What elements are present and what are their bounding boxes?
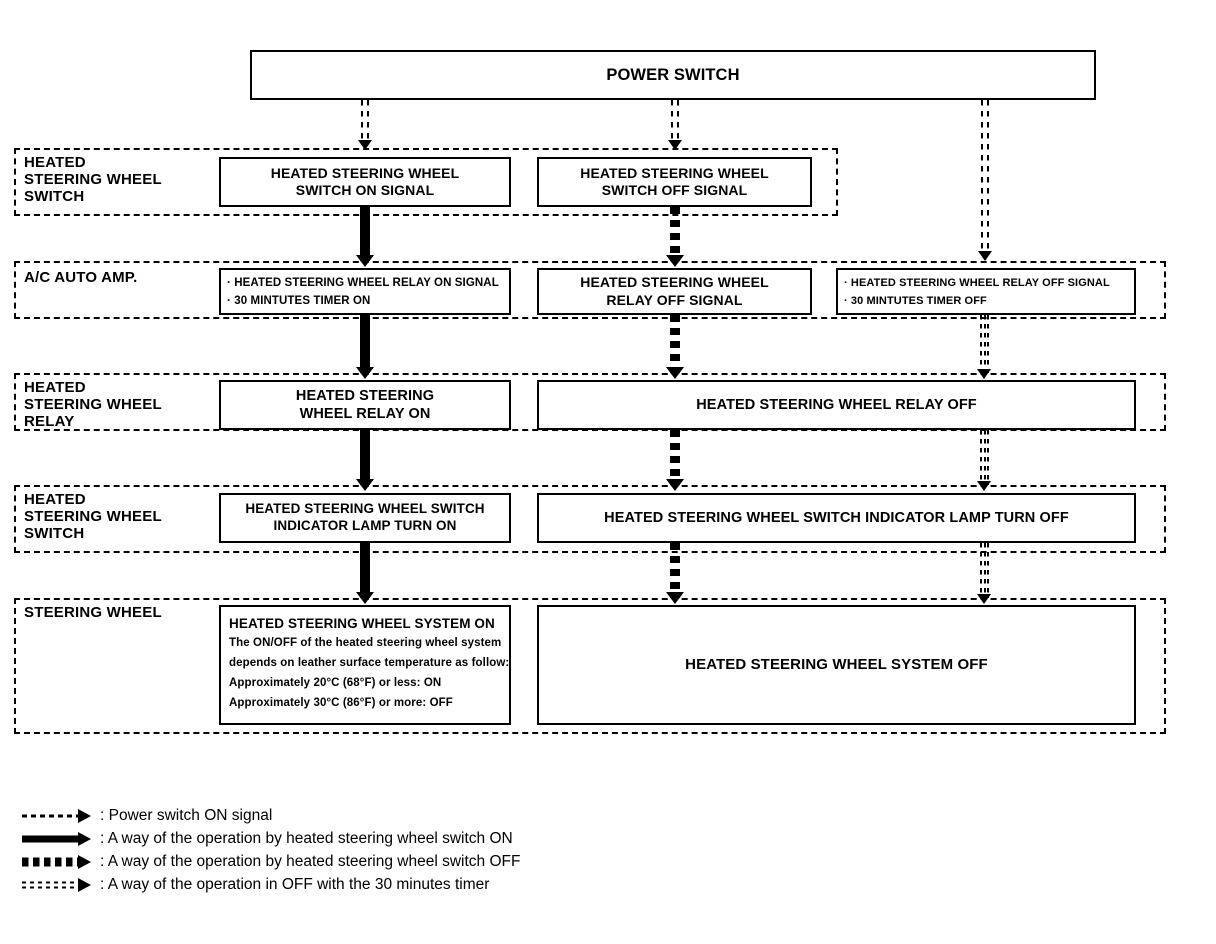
arrowhead-power-to-switch-off	[668, 140, 682, 150]
arrowhead-power-to-switch-on	[358, 140, 372, 150]
box-relay-off: HEATED STEERING WHEEL RELAY OFF	[537, 380, 1136, 430]
lane-heated-steering-wheel-switch-1	[14, 148, 838, 216]
box-relay-on-signal-line-1: · HEATED STEERING WHEEL RELAY ON SIGNAL	[227, 277, 499, 289]
connector-lamp-off-timer-to-system-off	[980, 543, 989, 598]
connector-power-to-switch-on	[361, 100, 369, 144]
legend-label-switch-off-route: : A way of the operation by heated steer…	[100, 852, 521, 870]
arrowhead-power-to-amp-timer	[978, 251, 992, 261]
box-relay-off-label: HEATED STEERING WHEEL RELAY OFF	[696, 396, 977, 413]
lane-label-heated-steering-wheel-switch-1: HEATED STEERING WHEEL SWITCH	[24, 154, 162, 205]
connector-relay-off-timer-to-lamp-off	[980, 430, 989, 485]
box-system-on-title: HEATED STEERING WHEEL SYSTEM ON	[229, 616, 495, 631]
box-relay-off-signal-timer-line-1: · HEATED STEERING WHEEL RELAY OFF SIGNAL	[844, 277, 1110, 289]
box-relay-on-signal: · HEATED STEERING WHEEL RELAY ON SIGNAL …	[219, 268, 511, 315]
box-system-on-body-line-4: Approximately 30°C (86°F) or more: OFF	[229, 696, 453, 709]
connector-relay-on-signal-to-relay-on	[360, 315, 370, 373]
connector-power-to-amp-timer	[981, 100, 989, 255]
legend-item-switch-off-route: : A way of the operation by heated steer…	[22, 850, 782, 873]
lane-heated-steering-wheel-switch-2	[14, 485, 1166, 553]
box-relay-off-signal-timer: · HEATED STEERING WHEEL RELAY OFF SIGNAL…	[836, 268, 1136, 315]
square-dot-arrow-icon	[22, 854, 96, 870]
box-system-on-body-line-2: depends on leather surface temperature a…	[229, 657, 510, 670]
box-indicator-lamp-off-label: HEATED STEERING WHEEL SWITCH INDICATOR L…	[604, 509, 1069, 526]
dotted-thin-arrow-icon	[22, 808, 96, 824]
legend: : Power switch ON signal : A way of the …	[22, 804, 782, 896]
lane-label-heated-steering-wheel-relay: HEATED STEERING WHEEL RELAY	[24, 379, 162, 430]
double-dash-arrow-icon	[22, 877, 96, 893]
lane-label-heated-steering-wheel-switch-2: HEATED STEERING WHEEL SWITCH	[24, 491, 162, 542]
connector-relay-on-to-lamp-on	[360, 430, 370, 485]
box-system-off-label: HEATED STEERING WHEEL SYSTEM OFF	[685, 655, 988, 673]
box-relay-off-signal: HEATED STEERING WHEEL RELAY OFF SIGNAL	[537, 268, 812, 315]
connector-relay-off-to-lamp-off	[670, 430, 680, 485]
box-switch-on-signal-label: HEATED STEERING WHEEL SWITCH ON SIGNAL	[270, 164, 460, 199]
connector-switch-off-to-relay-off-signal	[670, 207, 680, 261]
connector-timer-off-to-relay-off	[980, 315, 989, 373]
lane-heated-steering-wheel-relay	[14, 373, 1166, 431]
connector-lamp-off-to-system-off	[670, 543, 680, 598]
box-system-off: HEATED STEERING WHEEL SYSTEM OFF	[537, 605, 1136, 725]
box-relay-off-signal-label: HEATED STEERING WHEEL RELAY OFF SIGNAL	[580, 274, 769, 308]
box-relay-on-signal-line-2: · 30 MINTUTES TIMER ON	[227, 294, 371, 307]
box-system-on-body-line-3: Approximately 20°C (68°F) or less: ON	[229, 676, 442, 689]
connector-switch-on-to-relay-on-signal	[360, 207, 370, 261]
legend-item-power-switch-on: : Power switch ON signal	[22, 804, 782, 827]
lane-label-steering-wheel: STEERING WHEEL	[24, 604, 162, 621]
box-relay-off-signal-timer-line-2: · 30 MINTUTES TIMER OFF	[844, 294, 987, 307]
box-system-on-body-line-1: The ON/OFF of the heated steering wheel …	[229, 637, 502, 650]
box-indicator-lamp-on: HEATED STEERING WHEEL SWITCH INDICATOR L…	[219, 493, 511, 543]
legend-label-timer-off-route: : A way of the operation in OFF with the…	[100, 875, 490, 893]
box-switch-off-signal-label: HEATED STEERING WHEEL SWITCH OFF SIGNAL	[580, 164, 769, 199]
box-relay-on: HEATED STEERING WHEEL RELAY ON	[219, 380, 511, 430]
power-switch-label: POWER SWITCH	[606, 65, 740, 84]
legend-item-timer-off-route: : A way of the operation in OFF with the…	[22, 873, 782, 896]
legend-item-switch-on-route: : A way of the operation by heated steer…	[22, 827, 782, 850]
box-switch-on-signal: HEATED STEERING WHEEL SWITCH ON SIGNAL	[219, 157, 511, 207]
power-switch-box: POWER SWITCH	[250, 50, 1096, 100]
box-system-on: HEATED STEERING WHEEL SYSTEM ON The ON/O…	[219, 605, 511, 725]
connector-lamp-on-to-system-on	[360, 543, 370, 598]
lane-ac-auto-amp	[14, 261, 1166, 319]
legend-label-power-switch-on: : Power switch ON signal	[100, 806, 273, 824]
legend-label-switch-on-route: : A way of the operation by heated steer…	[100, 829, 513, 847]
box-indicator-lamp-off: HEATED STEERING WHEEL SWITCH INDICATOR L…	[537, 493, 1136, 543]
solid-thick-arrow-icon	[22, 831, 96, 847]
box-switch-off-signal: HEATED STEERING WHEEL SWITCH OFF SIGNAL	[537, 157, 812, 207]
connector-power-to-switch-off	[671, 100, 679, 144]
lane-label-ac-auto-amp: A/C AUTO AMP.	[24, 269, 138, 286]
box-indicator-lamp-on-label: HEATED STEERING WHEEL SWITCH INDICATOR L…	[245, 501, 485, 533]
lane-steering-wheel	[14, 598, 1166, 734]
box-relay-on-label: HEATED STEERING WHEEL RELAY ON	[295, 387, 435, 422]
connector-relay-off-signal-to-relay-off	[670, 315, 680, 373]
